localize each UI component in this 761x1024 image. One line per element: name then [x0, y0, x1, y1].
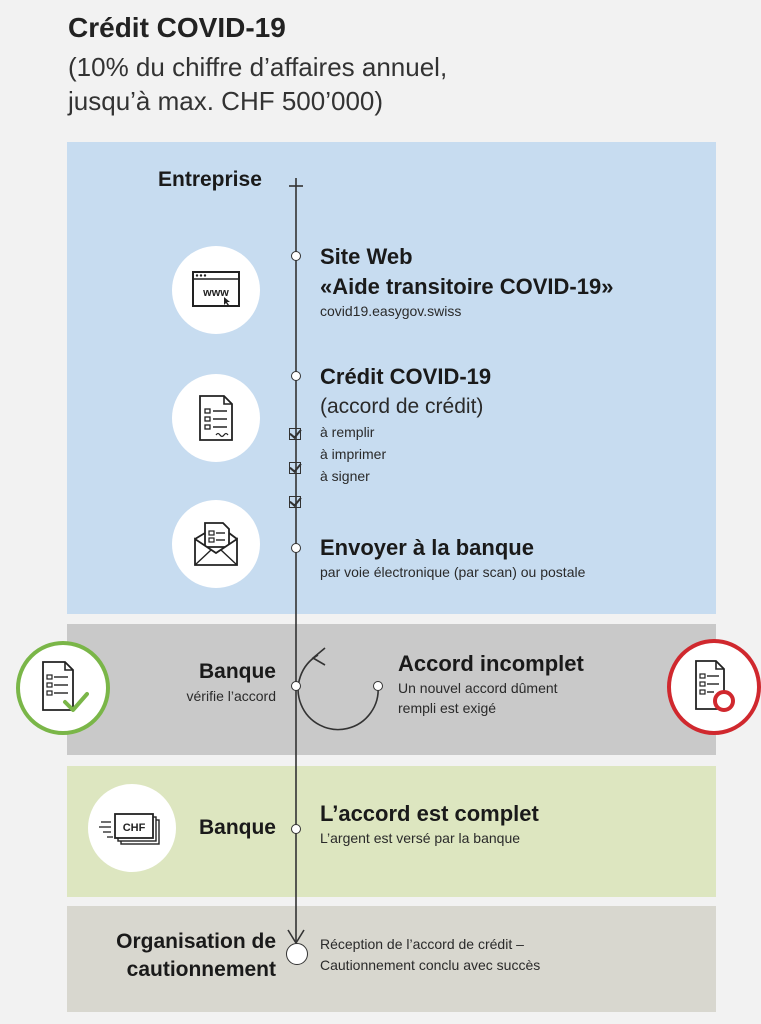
timeline-end-node — [286, 943, 308, 965]
envoyer-title: Envoyer à la banque — [320, 535, 534, 560]
credit-title: Crédit COVID-19 — [320, 364, 492, 389]
site-web-title: Site Web — [320, 244, 413, 269]
banque-pay-label: Banque — [198, 816, 276, 839]
svg-text:www: www — [202, 287, 229, 299]
envelope-document-icon — [172, 500, 260, 588]
checkbox-icon — [289, 462, 301, 474]
checkbox-icon — [289, 428, 301, 440]
timeline-node-banque-verify — [291, 681, 301, 691]
page-title: Crédit COVID-19 — [68, 12, 286, 43]
entreprise-label: Entreprise — [158, 168, 262, 191]
timeline-node-banque-pay — [291, 824, 301, 834]
envoyer-desc: par voie électronique (par scan) ou post… — [320, 564, 586, 580]
complete-title: L’accord est complet — [320, 801, 539, 826]
organisation-label-1: Organisation de — [116, 930, 276, 953]
incomplete-title: Accord incomplet — [398, 651, 584, 676]
incomplete-desc-1: Un nouvel accord dûment — [398, 680, 558, 696]
timeline-node-site-web — [291, 251, 301, 261]
document-error-icon — [667, 639, 761, 735]
check-item-remplir: à remplir — [320, 424, 375, 440]
chf-text: CHF — [123, 822, 146, 834]
organisation-label-2: cautionnement — [126, 958, 276, 981]
banque-verify-label: Banque — [198, 660, 276, 683]
complete-desc: L’argent est versé par la banque — [320, 830, 521, 846]
organisation-desc-2: Cautionnement conclu avec succès — [320, 957, 541, 973]
page-subtitle: (10% du chiffre d’affaires annuel, jusqu… — [68, 50, 447, 118]
incomplete-desc-2: rempli est exigé — [398, 700, 497, 716]
organisation-desc-1: Réception de l’accord de crédit – — [320, 936, 524, 952]
subtitle-line-1: (10% du chiffre d’affaires annuel, — [68, 52, 448, 82]
organisation-panel — [67, 906, 716, 1012]
timeline-node-credit — [291, 371, 301, 381]
check-item-imprimer: à imprimer — [320, 446, 387, 462]
banque-verify-sub: vérifie l’accord — [186, 688, 276, 704]
document-form-icon — [172, 374, 260, 462]
bank-check-panel — [67, 624, 716, 755]
timeline-node-envoyer — [291, 543, 301, 553]
credit-subtitle: (accord de crédit) — [320, 395, 484, 418]
check-item-signer: à signer — [320, 468, 370, 484]
loop-node-incomplete — [373, 681, 383, 691]
site-web-url[interactable]: covid19.easygov.swiss — [320, 303, 462, 319]
checkbox-icon — [289, 496, 301, 508]
subtitle-line-2: jusqu’à max. CHF 500’000) — [68, 86, 384, 116]
chf-banknotes-icon: CHF — [88, 784, 176, 872]
browser-www-icon: www — [172, 246, 260, 334]
document-checkmark-icon — [16, 641, 110, 735]
site-web-subtitle: «Aide transitoire COVID-19» — [320, 274, 614, 299]
